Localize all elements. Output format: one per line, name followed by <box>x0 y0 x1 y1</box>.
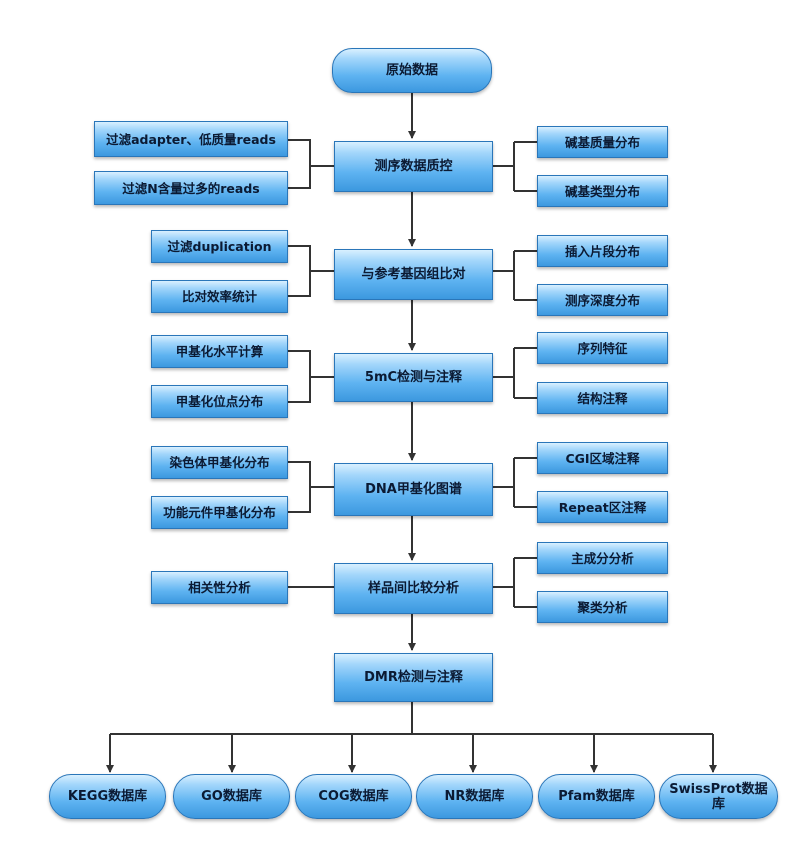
box-repeat-annotation: Repeat区注释 <box>537 491 668 523</box>
node-5mc-detection: 5mC检测与注释 <box>334 353 493 402</box>
db-cog: COG数据库 <box>295 774 412 819</box>
box-insert-size: 插入片段分布 <box>537 235 668 267</box>
box-structure-annotation: 结构注释 <box>537 382 668 414</box>
box-base-type: 碱基类型分布 <box>537 175 668 207</box>
node-genome-alignment: 与参考基因组比对 <box>334 249 493 300</box>
bracket-left-map <box>288 461 334 513</box>
box-methylation-sites: 甲基化位点分布 <box>151 385 288 418</box>
box-correlation-analysis: 相关性分析 <box>151 571 288 604</box>
box-alignment-stats: 比对效率统计 <box>151 280 288 313</box>
bracket-right-qc <box>493 141 537 192</box>
bracket-right-align <box>493 250 537 301</box>
bracket-left-detect <box>288 350 334 403</box>
box-filter-adapter: 过滤adapter、低质量reads <box>94 121 288 157</box>
box-chromosome-distribution: 染色体甲基化分布 <box>151 446 288 479</box>
box-sequencing-depth: 测序深度分布 <box>537 284 668 316</box>
db-kegg: KEGG数据库 <box>49 774 166 819</box>
node-methylation-map: DNA甲基化图谱 <box>334 463 493 516</box>
node-sample-comparison: 样品间比较分析 <box>334 563 493 614</box>
db-go: GO数据库 <box>173 774 290 819</box>
box-filter-duplication: 过滤duplication <box>151 230 288 263</box>
box-pca: 主成分分析 <box>537 542 668 574</box>
db-pfam: Pfam数据库 <box>538 774 655 819</box>
node-raw-data: 原始数据 <box>332 48 492 93</box>
box-sequence-features: 序列特征 <box>537 332 668 364</box>
box-methylation-level: 甲基化水平计算 <box>151 335 288 368</box>
db-nr: NR数据库 <box>416 774 533 819</box>
box-element-distribution: 功能元件甲基化分布 <box>151 496 288 529</box>
bracket-right-compare <box>493 557 537 608</box>
node-dmr-detection: DMR检测与注释 <box>334 653 493 702</box>
box-filter-n-reads: 过滤N含量过多的reads <box>94 171 288 205</box>
bracket-left-qc <box>288 139 334 189</box>
box-cgi-annotation: CGI区域注释 <box>537 442 668 474</box>
bracket-right-detect <box>493 347 537 399</box>
box-base-quality: 碱基质量分布 <box>537 126 668 158</box>
node-sequencing-qc: 测序数据质控 <box>334 141 493 192</box>
bracket-left-align <box>288 245 334 297</box>
box-cluster-analysis: 聚类分析 <box>537 591 668 623</box>
db-swissprot: SwissProt数据库 <box>659 774 778 819</box>
bracket-right-map <box>493 457 537 508</box>
